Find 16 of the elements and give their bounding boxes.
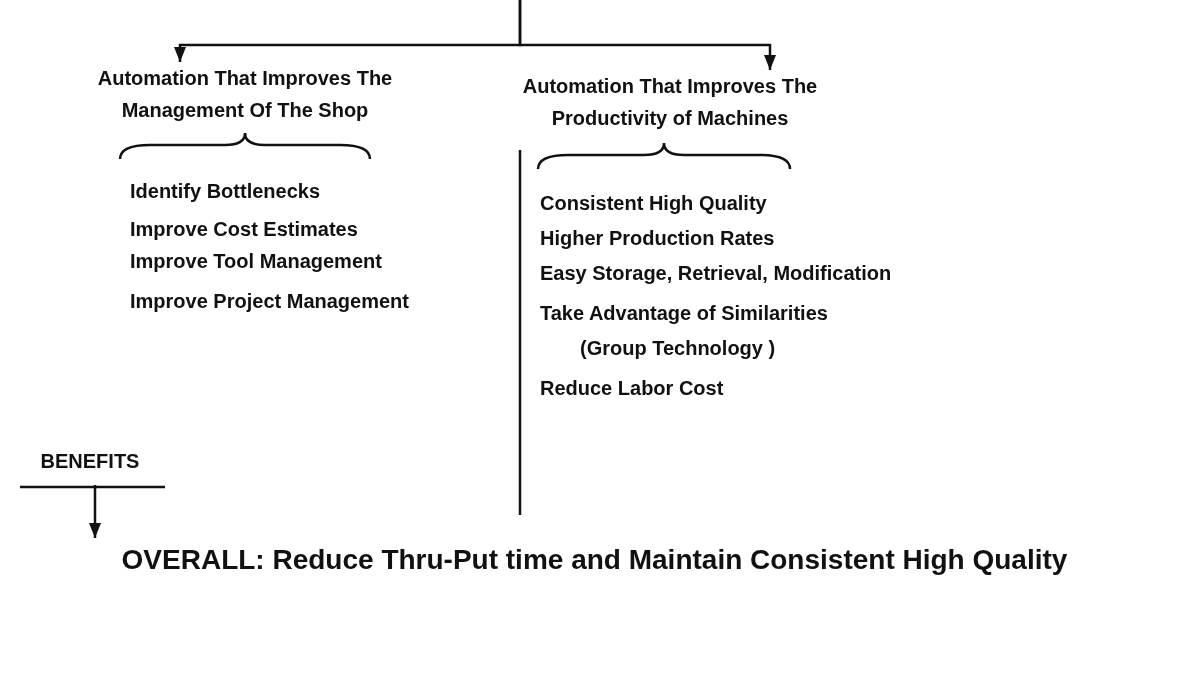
list-item-text: Easy Storage, Retrieval, Modification [540,262,892,285]
heading-text: BENEFITS [25,445,155,477]
list-item-text: (Group Technology ) [580,337,776,360]
list-item-text: Take Advantage of Similarities [540,302,828,325]
connector-arrow [518,0,776,70]
list-item-text: Improve Tool Management [130,250,382,273]
list-item-text: Higher Production Rates [540,227,775,250]
list-item-text: Improve Cost Estimates [130,218,358,241]
list-item-text: Improve Project Management [130,290,409,313]
list-item-text: Reduce Labor Cost [540,377,724,400]
connector-arrow [89,485,101,538]
heading-text: OVERALL: Reduce Thru-Put time and Maintain Consistent High Quality [0,538,1189,583]
heading-text: Automation That Improves The Productivity of Machines [520,70,820,134]
list-item-text: Identify Bottlenecks [130,180,321,203]
list-item-text: Consistent High Quality [540,192,767,215]
heading-text: Automation That Improves The Management Of The Shop [95,62,395,126]
